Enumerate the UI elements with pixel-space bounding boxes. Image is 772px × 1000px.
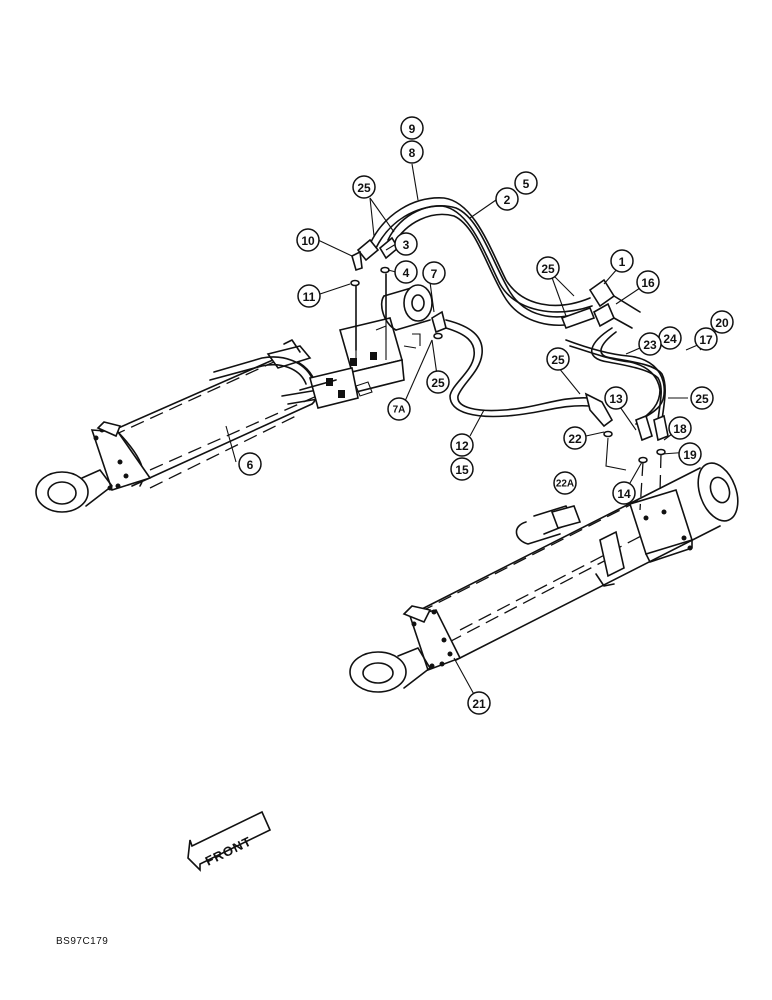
svg-text:22A: 22A	[556, 479, 574, 490]
svg-text:11: 11	[303, 290, 316, 304]
hose-assembly	[299, 197, 669, 511]
svg-text:4: 4	[403, 266, 410, 280]
svg-text:7: 7	[431, 267, 438, 281]
callout-16: 16	[636, 270, 660, 294]
svg-text:20: 20	[715, 316, 729, 330]
callout-4: 4	[394, 260, 418, 284]
svg-text:1: 1	[619, 255, 626, 269]
cylinder-left	[35, 339, 381, 513]
valve-block	[309, 284, 433, 409]
callout-7: 7	[422, 261, 446, 285]
svg-text:25: 25	[431, 376, 445, 390]
svg-text:3: 3	[403, 238, 410, 252]
svg-text:10: 10	[301, 234, 315, 248]
svg-text:21: 21	[472, 697, 486, 711]
callout-20: 20	[710, 310, 734, 334]
callout-8: 8	[400, 140, 424, 164]
callout-23: 23	[638, 332, 662, 356]
callout-14: 14	[612, 481, 636, 505]
svg-text:12: 12	[455, 439, 469, 453]
figure-code: BS97C179	[56, 936, 109, 947]
callout-9: 9	[400, 116, 424, 140]
svg-text:13: 13	[609, 392, 623, 406]
front-arrow: FRONT	[187, 810, 272, 872]
svg-text:25: 25	[551, 353, 565, 367]
svg-text:22: 22	[568, 432, 582, 446]
svg-text:23: 23	[643, 338, 657, 352]
svg-text:25: 25	[357, 181, 371, 195]
callout-6: 6	[238, 452, 262, 476]
callout-7A: 7A	[387, 397, 411, 421]
svg-text:15: 15	[455, 463, 469, 477]
svg-text:6: 6	[247, 458, 254, 472]
svg-text:2: 2	[504, 193, 511, 207]
callout-12: 12	[450, 433, 474, 457]
callout-22: 22	[563, 426, 587, 450]
callout-24: 24	[658, 326, 682, 350]
svg-text:8: 8	[409, 146, 416, 160]
callout-3: 3	[394, 232, 418, 256]
svg-text:16: 16	[641, 276, 655, 290]
svg-text:24: 24	[663, 332, 677, 346]
callout-25: 25	[690, 386, 714, 410]
callout-10: 10	[296, 228, 320, 252]
callout-17: 17	[694, 327, 718, 351]
svg-text:14: 14	[617, 487, 631, 501]
callout-2: 2	[495, 187, 519, 211]
svg-text:9: 9	[409, 122, 416, 136]
callout-15: 15	[450, 457, 474, 481]
svg-text:25: 25	[695, 392, 709, 406]
callout-18: 18	[668, 416, 692, 440]
svg-text:18: 18	[673, 422, 687, 436]
svg-text:19: 19	[683, 448, 697, 462]
svg-text:25: 25	[541, 262, 555, 276]
callout-11: 11	[297, 284, 321, 308]
callouts: 9 8 25 5 2 10 3 4 11 7 1 25 16 24 20 23 …	[238, 116, 734, 715]
callout-21: 21	[467, 691, 491, 715]
callout-25: 25	[546, 347, 570, 371]
callout-25: 25	[352, 175, 376, 199]
callout-25: 25	[426, 370, 450, 394]
cylinder-right	[349, 462, 739, 693]
callout-5: 5	[514, 171, 538, 195]
callout-22A: 22A	[553, 471, 577, 495]
svg-text:17: 17	[699, 333, 713, 347]
callout-25: 25	[536, 256, 560, 280]
callout-19: 19	[678, 442, 702, 466]
svg-text:5: 5	[523, 177, 530, 191]
svg-text:7A: 7A	[393, 405, 406, 416]
callout-1: 1	[610, 249, 634, 273]
callout-13: 13	[604, 386, 628, 410]
